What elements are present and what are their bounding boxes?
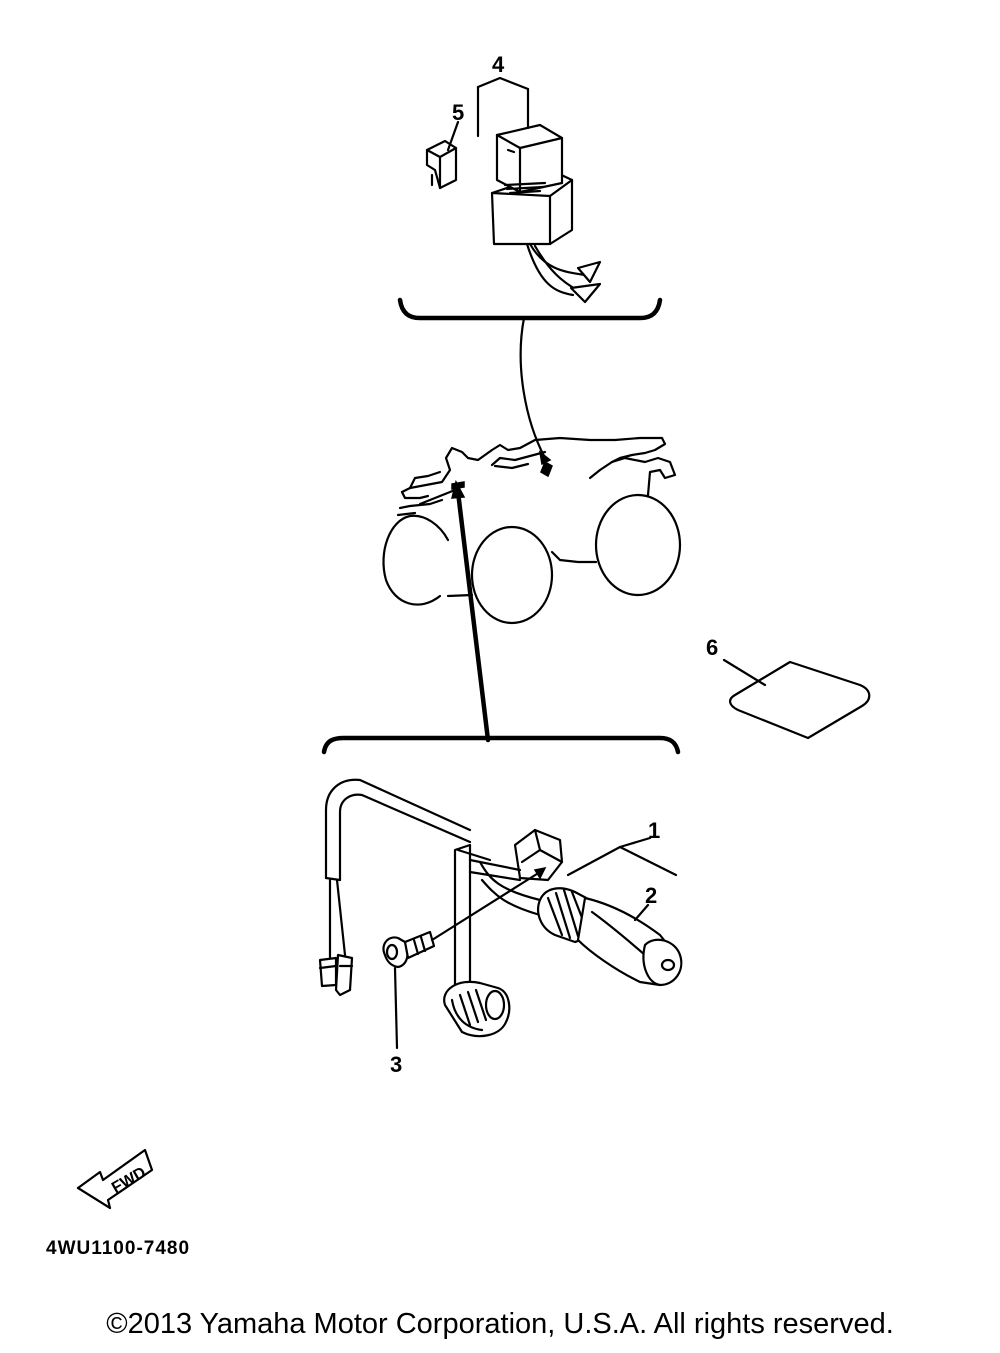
- callout-3-leader: [393, 966, 399, 1050]
- callout-1: 1: [648, 818, 660, 843]
- lower-bracket: [321, 735, 681, 755]
- throttle-knob[interactable]: [478, 860, 683, 987]
- upper-pointer-line: [519, 316, 547, 460]
- callout-1-leader: [566, 836, 678, 877]
- upper-bracket: [397, 297, 663, 321]
- screw[interactable]: [382, 930, 436, 969]
- diagram-code: 4WU1100-7480: [46, 1238, 190, 1259]
- callout-5: 5: [452, 100, 464, 125]
- switch-cable[interactable]: [318, 778, 472, 997]
- screw-pointer-line: [430, 870, 542, 942]
- callout-6-leader: [722, 658, 767, 687]
- callout-2: 2: [645, 883, 657, 908]
- callout-4-leader: [476, 76, 530, 138]
- fuse[interactable]: [425, 139, 458, 190]
- relay-assembly[interactable]: [490, 123, 602, 304]
- mount-bracket[interactable]: [443, 828, 564, 1038]
- callout-6: 6: [706, 635, 718, 660]
- callout-4: 4: [492, 52, 505, 77]
- callout-2-leader: [633, 903, 650, 922]
- callout-5-leader: [446, 120, 460, 152]
- copyright-notice: ©2013 Yamaha Motor Corporation, U.S.A. A…: [106, 1308, 894, 1340]
- callout-3: 3: [390, 1052, 402, 1077]
- part-6-sheet[interactable]: [729, 660, 871, 740]
- lower-pointer-line: [455, 489, 491, 743]
- atv-silhouette: [382, 436, 682, 625]
- fwd-arrow-icon: FWD: [76, 1148, 154, 1210]
